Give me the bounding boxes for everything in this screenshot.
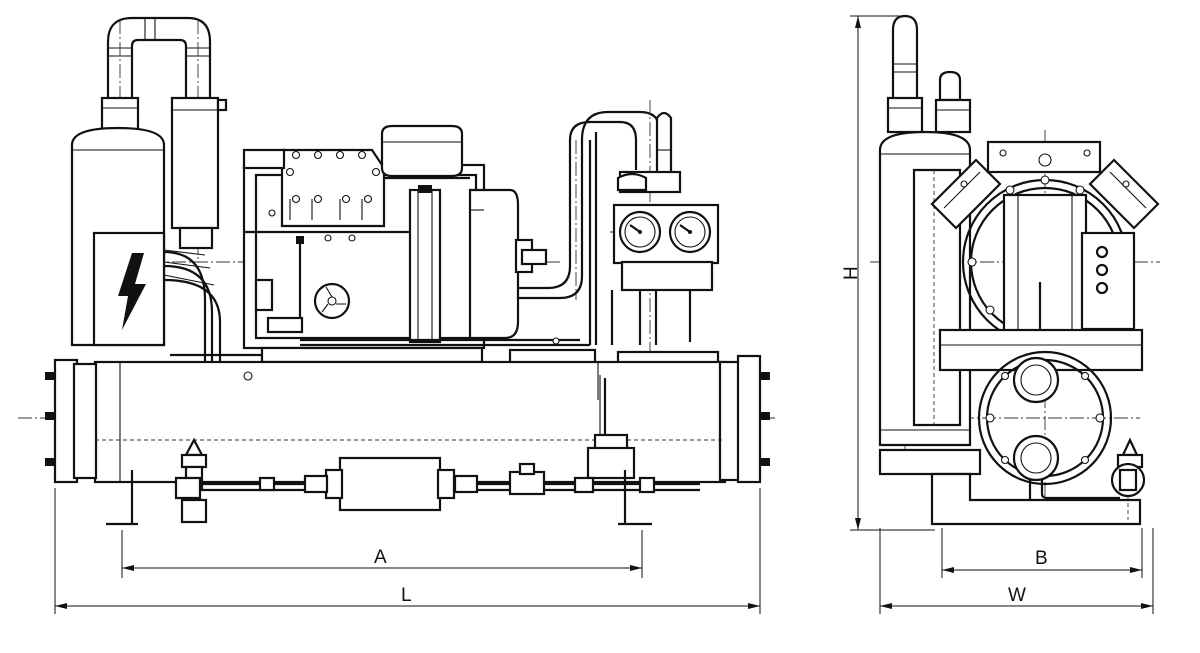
dimension-l-label: L [401,585,412,606]
liquid-line [174,433,700,524]
oil-separator [170,96,228,250]
condenser-end-view [977,350,1120,510]
dimension-l: L [54,488,761,614]
lightning-bolt-icon [118,253,146,330]
discharge-pipe [100,16,212,260]
dimension-a-label: A [374,547,387,568]
dimension-a: A [121,530,643,578]
compressor [242,124,548,350]
side-view: H B W [841,14,1160,614]
dimension-b-label: B [1035,548,1048,569]
compressor-base [260,346,484,364]
support-feet [106,470,652,526]
dimension-b: B [941,528,1143,578]
dimension-h: H [841,15,935,531]
dimension-w: W [879,528,1154,614]
electrical-box [92,231,222,362]
dimension-w-label: W [1008,585,1026,606]
front-view: A L [18,16,775,614]
gauge-panel [610,170,720,345]
dimension-h-label: H [841,266,862,280]
